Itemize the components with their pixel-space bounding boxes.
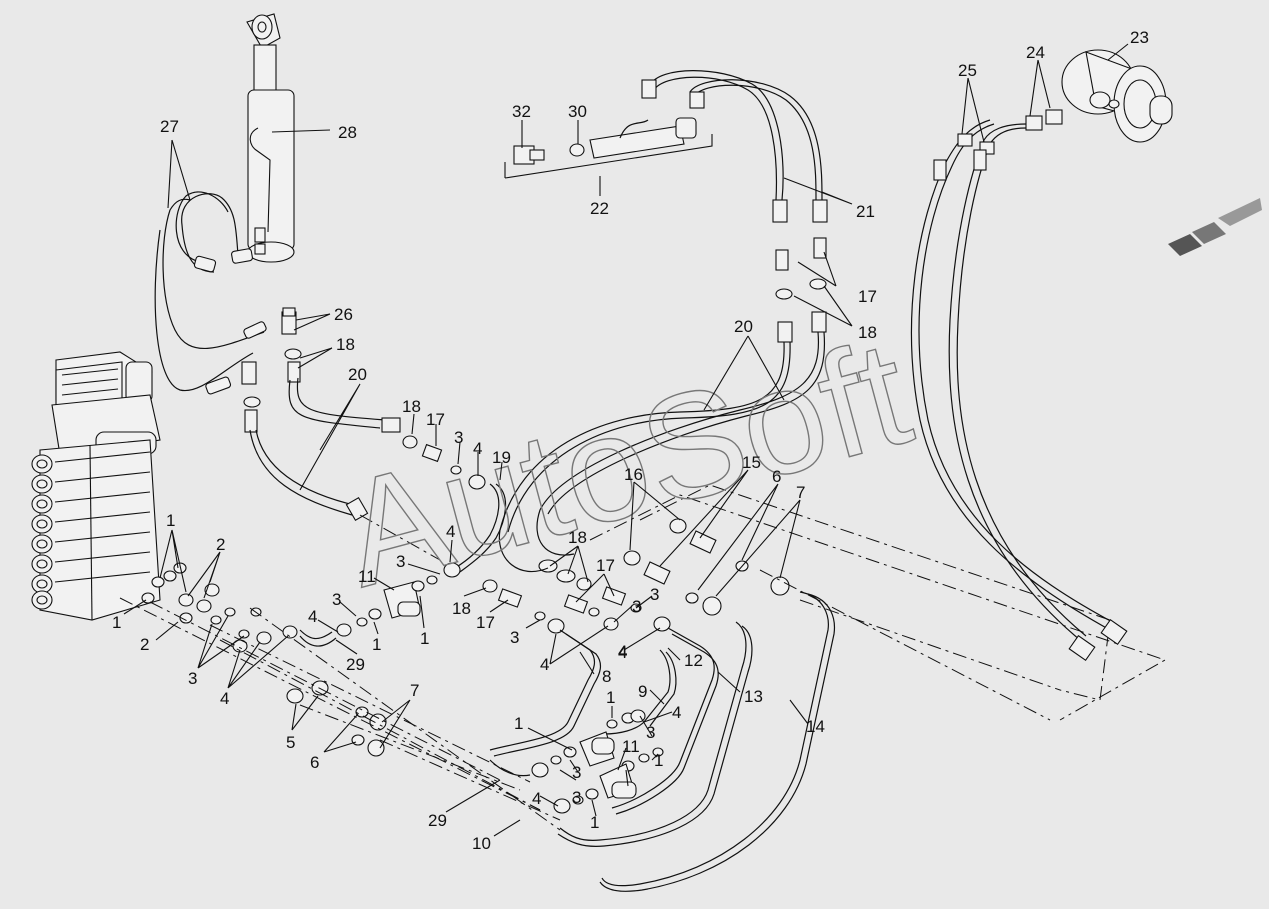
callout-29-b: 29	[428, 811, 447, 830]
callout-4-d: 4	[618, 643, 627, 662]
callout-4-e: 4	[308, 607, 317, 626]
callout-19: 19	[492, 448, 511, 467]
callout-1-b: 1	[112, 613, 121, 632]
callout-22: 22	[590, 199, 609, 218]
callout-7-a: 7	[796, 483, 805, 502]
fitting-row-upper	[402, 435, 507, 573]
tube-assembly-22	[504, 117, 713, 179]
callout-17-a: 17	[858, 287, 877, 306]
valve-spools	[31, 451, 187, 610]
callout-23: 23	[1130, 28, 1149, 47]
hose-20-left	[249, 377, 401, 522]
callout-3-h: 3	[646, 723, 655, 742]
callout-5: 5	[286, 733, 295, 752]
callout-1-g: 1	[654, 751, 663, 770]
callout-2-a: 2	[216, 535, 225, 554]
callout-30: 30	[568, 102, 587, 121]
callout-14: 14	[806, 717, 825, 736]
callout-3-f: 3	[632, 597, 641, 616]
callout-18-a: 18	[858, 323, 877, 342]
callout-1-a: 1	[166, 511, 175, 530]
callout-2-b: 2	[140, 635, 149, 654]
callout-29-a: 29	[346, 655, 365, 674]
callout-1-d: 1	[420, 629, 429, 648]
callout-13: 13	[744, 687, 763, 706]
hose-25	[910, 119, 1128, 662]
callout-32: 32	[512, 102, 531, 121]
callout-17-d: 17	[476, 613, 495, 632]
callout-20-a: 20	[734, 317, 753, 336]
callout-4-a: 4	[473, 439, 482, 458]
fitting-cluster-lower	[531, 709, 664, 814]
callout-4-b: 4	[220, 689, 229, 708]
guide-lines	[119, 484, 1167, 831]
callout-15: 15	[742, 453, 761, 472]
callout-21: 21	[856, 202, 875, 221]
watermark: AutoSoft	[326, 307, 925, 618]
callout-16: 16	[624, 465, 643, 484]
hose-20-right	[498, 331, 826, 573]
callout-1-c: 1	[372, 635, 381, 654]
callout-4-h: 4	[672, 703, 681, 722]
hose-29-upper	[299, 629, 333, 640]
callout-3-i: 3	[572, 763, 581, 782]
fitting-row-11	[336, 562, 461, 637]
callout-3-a: 3	[454, 428, 463, 447]
callout-25: 25	[958, 61, 977, 80]
callout-28: 28	[338, 123, 357, 142]
hydraulic-cylinder	[246, 13, 295, 263]
callout-12: 12	[684, 651, 703, 670]
callout-3-e: 3	[332, 590, 341, 609]
callout-18-e: 18	[452, 599, 471, 618]
hose-21	[641, 70, 828, 343]
callout-20-b: 20	[348, 365, 367, 384]
pipes-lower	[489, 591, 836, 892]
callout-26: 26	[334, 305, 353, 324]
callout-8: 8	[602, 667, 611, 686]
callout-3-j: 3	[572, 788, 581, 807]
callout-18-c: 18	[402, 397, 421, 416]
callout-4-c: 4	[446, 522, 455, 541]
hose-29-upper-b	[299, 635, 337, 647]
fittings-26-18	[241, 307, 302, 433]
callout-7-b: 7	[410, 681, 419, 700]
callout-18-d: 18	[568, 528, 587, 547]
callout-3-d: 3	[650, 585, 659, 604]
callout-4-g: 4	[618, 642, 627, 661]
direction-arrow-icon	[1168, 198, 1262, 256]
callout-labels: 23 24 25 27 28 32 30 22 21 17 18 20 26 1…	[112, 28, 1149, 853]
callout-10: 10	[472, 834, 491, 853]
callout-17-c: 17	[596, 556, 615, 575]
leader-lines	[123, 43, 1129, 837]
control-valve-block	[39, 351, 161, 621]
callout-1-e: 1	[514, 714, 523, 733]
callout-3-c: 3	[396, 552, 405, 571]
hydraulic-motor-23	[1025, 49, 1173, 143]
callout-11-a: 11	[358, 567, 376, 586]
fitting-row-15	[623, 518, 790, 616]
callout-3-g: 3	[510, 628, 519, 647]
callout-1-h: 1	[590, 813, 599, 832]
callout-9: 9	[638, 682, 647, 701]
callout-27: 27	[160, 117, 179, 136]
callout-18-b: 18	[336, 335, 355, 354]
callout-6-a: 6	[772, 467, 781, 486]
callout-11-b: 11	[622, 737, 640, 756]
callout-1-f: 1	[606, 688, 615, 707]
callout-4-f: 4	[540, 655, 549, 674]
callout-6-b: 6	[310, 753, 319, 772]
callout-17-b: 17	[426, 410, 445, 429]
callout-24: 24	[1026, 43, 1045, 62]
callout-3-b: 3	[188, 669, 197, 688]
callout-4-i: 4	[532, 789, 541, 808]
hose-27	[154, 191, 267, 395]
